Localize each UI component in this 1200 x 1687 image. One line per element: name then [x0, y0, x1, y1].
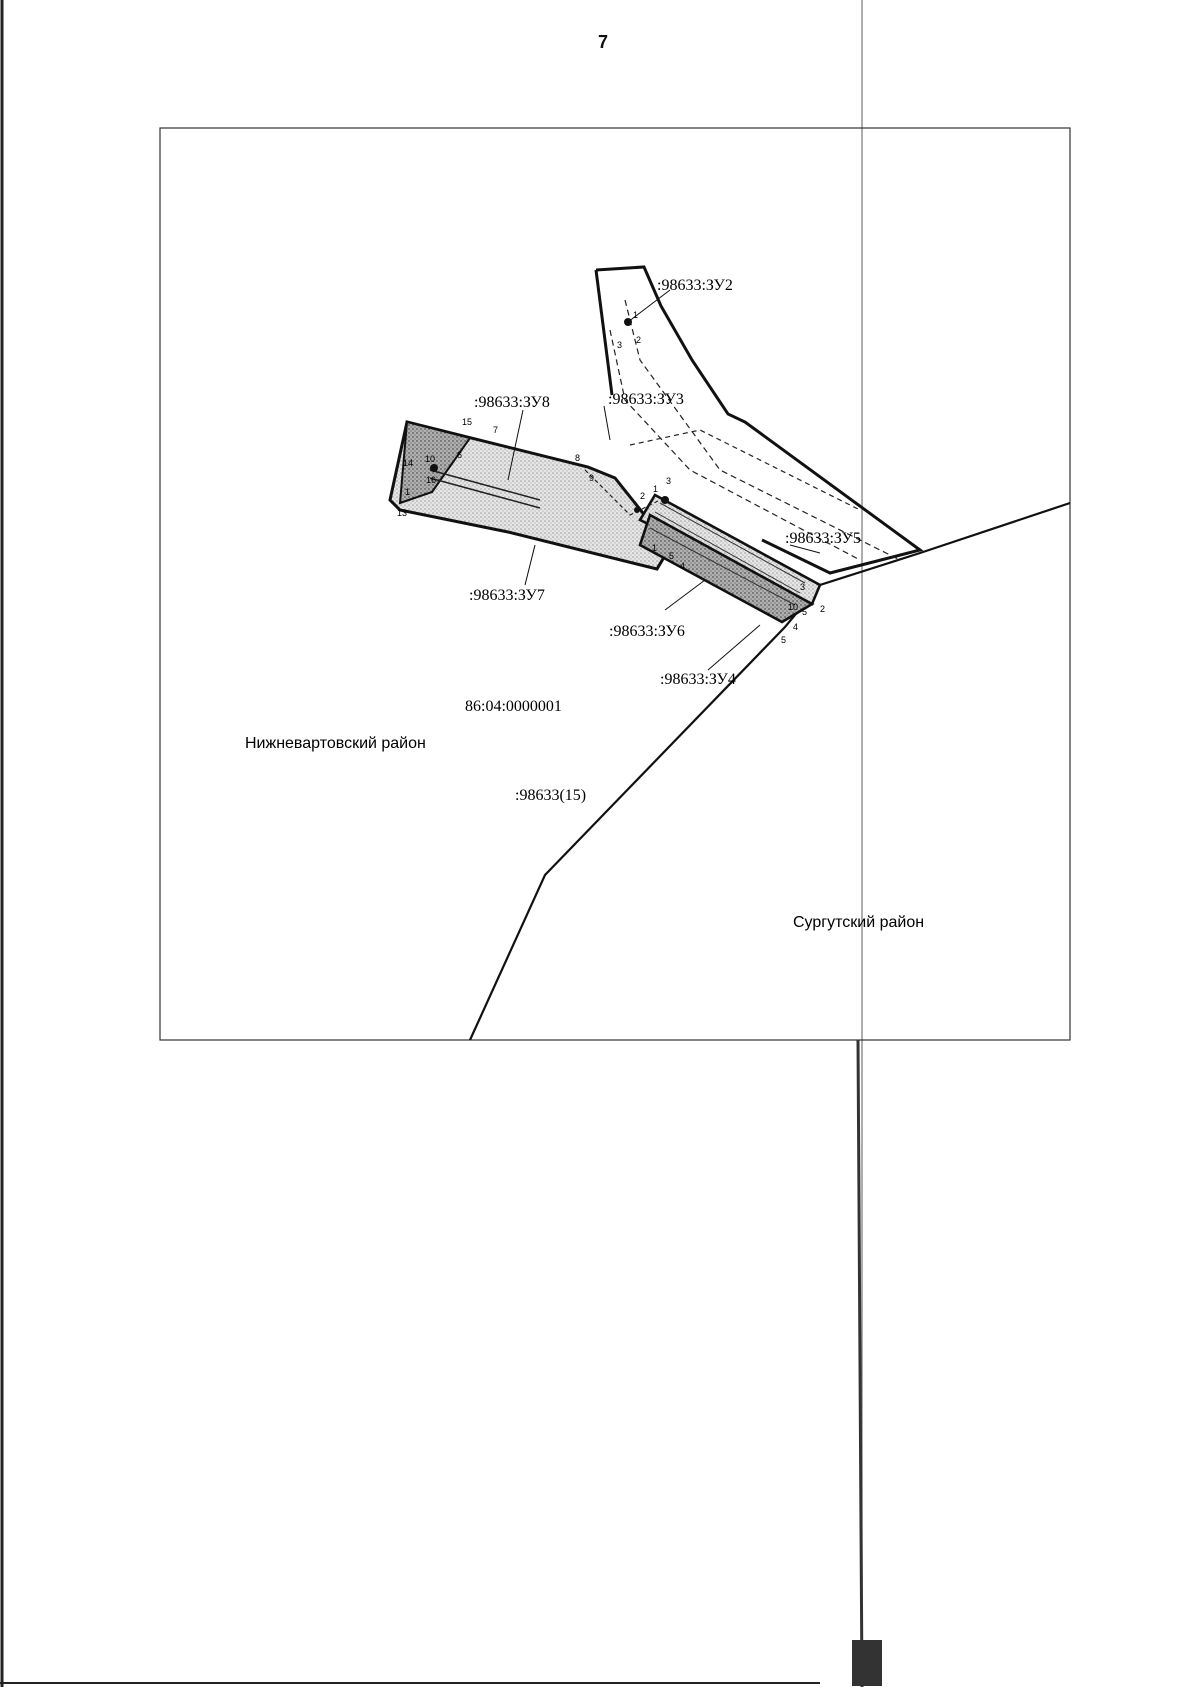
point-num: 1	[652, 543, 657, 553]
label-zu2: :98633:ЗУ2	[657, 277, 733, 294]
zu7-area	[388, 420, 672, 571]
point-num: 3	[617, 340, 622, 350]
easement-line-1	[624, 299, 901, 561]
point-num: 1	[633, 310, 638, 320]
easement-line-2	[609, 329, 861, 561]
label-district-left: Нижневартовский район	[245, 735, 426, 752]
point-num: 8	[575, 453, 580, 463]
leader-zu5	[789, 544, 821, 554]
point-num: 7	[493, 425, 498, 435]
point-num: 1	[653, 484, 658, 494]
point-num: 3	[800, 582, 805, 592]
point-num: 5	[802, 607, 807, 617]
point-num: 6	[457, 450, 462, 460]
point-num: 4	[680, 561, 685, 571]
zu7-inner-line-2	[429, 477, 541, 509]
point-num: 2	[636, 335, 641, 345]
point-num: 5	[669, 551, 674, 561]
scan-smudge	[852, 1640, 882, 1686]
point-num: 1	[405, 487, 410, 497]
label-zu3: :98633:ЗУ3	[608, 391, 684, 408]
strip-inner-line-2	[654, 511, 801, 594]
zu2-outline	[595, 265, 924, 575]
label-zu5: :98633:ЗУ5	[785, 530, 861, 547]
strip-inner-line-1	[659, 502, 806, 584]
zu2-west-edge	[594, 269, 614, 396]
point-num: 14	[403, 458, 413, 468]
point-num: 3	[666, 476, 671, 486]
point-num: 10	[788, 602, 798, 612]
leader-zu2	[627, 289, 671, 323]
zu7-inner-line-1	[429, 469, 541, 501]
point-num: 2	[640, 491, 645, 501]
point-marker-zu2	[624, 318, 632, 326]
label-district-right: Сургутский район	[793, 914, 924, 931]
label-zu7: :98633:ЗУ7	[469, 587, 545, 604]
point-num: 16	[426, 475, 436, 485]
label-zu6: :98633:ЗУ6	[609, 623, 685, 640]
point-num: 13	[397, 508, 407, 518]
label-zu4: :98633:ЗУ4	[660, 671, 736, 688]
label-zu8: :98633:ЗУ8	[474, 394, 550, 411]
point-num: 2	[820, 604, 825, 614]
leader-zu6	[664, 579, 706, 611]
leader-zu8	[507, 409, 524, 481]
scan-fold-line-lower	[856, 1039, 864, 1687]
map-frame	[159, 127, 1071, 1041]
label-quarter-number: 86:04:0000001	[465, 698, 562, 715]
easement-line-4	[584, 469, 661, 516]
zu8-area	[398, 420, 472, 505]
label-parent-parcel: :98633(15)	[515, 787, 586, 804]
point-num: 10	[425, 454, 435, 464]
page-number: 7	[598, 32, 609, 52]
point-num: 5	[781, 635, 786, 645]
point-marker-zu8	[430, 464, 438, 472]
leader-zu4	[707, 624, 761, 671]
easement-line-3	[629, 429, 861, 511]
leader-zu7	[524, 544, 536, 586]
point-num: 9	[589, 473, 594, 483]
point-marker-zu6	[661, 496, 669, 504]
point-marker-zu3	[634, 507, 640, 513]
strip-inner-line-3	[649, 527, 796, 606]
point-num: 15	[462, 417, 472, 427]
leader-zu3	[603, 405, 611, 441]
point-num: 4	[793, 622, 798, 632]
